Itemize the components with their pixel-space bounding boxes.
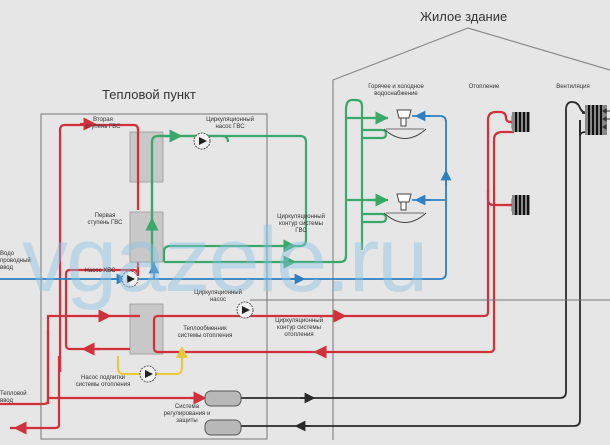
label-cold-water-pump: Насос ХВС xyxy=(84,268,116,274)
label-heating-circ-loop: Циркуляционный контур системы отопления xyxy=(275,318,323,338)
label-ventilation: Вентиляция xyxy=(556,84,590,90)
radiator-upper-icon xyxy=(512,112,530,132)
label-fill-pump: Насос подпитки системы отопления xyxy=(75,375,131,388)
building-outline xyxy=(332,27,610,440)
radiator-lower-icon xyxy=(512,195,530,215)
circ-heating-pump-icon xyxy=(236,301,254,319)
heating-exchanger xyxy=(129,303,164,355)
cold-water-lines xyxy=(0,110,452,285)
label-dhw-circ-loop: Циркуляционный контур системы ГВС xyxy=(277,214,325,234)
fill-pump-icon xyxy=(139,365,157,383)
tap-lower-icon xyxy=(383,193,427,223)
label-hot-cold-water: Горячее и холодное водоснабжение xyxy=(368,84,424,97)
heat-point-title: Тепловой пункт xyxy=(102,87,196,102)
heat-point-boundary xyxy=(40,113,268,440)
watermark: vgazele.ru xyxy=(22,209,428,311)
label-dhw-second-stage: Вторая ступень ГВС xyxy=(85,117,121,130)
fill-lines xyxy=(117,346,188,375)
label-regulation-system: Система регулирования и защиты xyxy=(163,404,211,424)
label-water-inlet: Водо проводный ввод xyxy=(0,251,31,271)
label-heating: Отопление xyxy=(468,84,500,90)
regulation-valve-supply xyxy=(204,390,242,407)
cold-water-pump-icon xyxy=(121,270,139,288)
label-heating-exchanger: Теплообменник системы отопления xyxy=(177,326,233,339)
regulation-valve-return xyxy=(204,419,242,436)
heat-network-lines xyxy=(0,110,525,435)
dhw-circ-pump-icon xyxy=(193,132,211,150)
ventilation-heater-icon xyxy=(585,105,607,135)
label-circ-heating-pump: Циркуляционный насос xyxy=(194,290,242,303)
label-dhw-circ-pump: Циркуляционный насос ГВС xyxy=(206,117,254,130)
tap-upper-icon xyxy=(383,109,427,139)
dhw-lines xyxy=(145,98,389,270)
label-dhw-first-stage: Первая ступень ГВС xyxy=(87,213,123,226)
building-title: Жилое здание xyxy=(420,9,508,24)
dhw-second-stage-exchanger xyxy=(129,131,164,183)
air-flow-arrows-icon xyxy=(602,108,610,130)
label-heat-inlet: Тепловой ввод xyxy=(0,391,27,404)
